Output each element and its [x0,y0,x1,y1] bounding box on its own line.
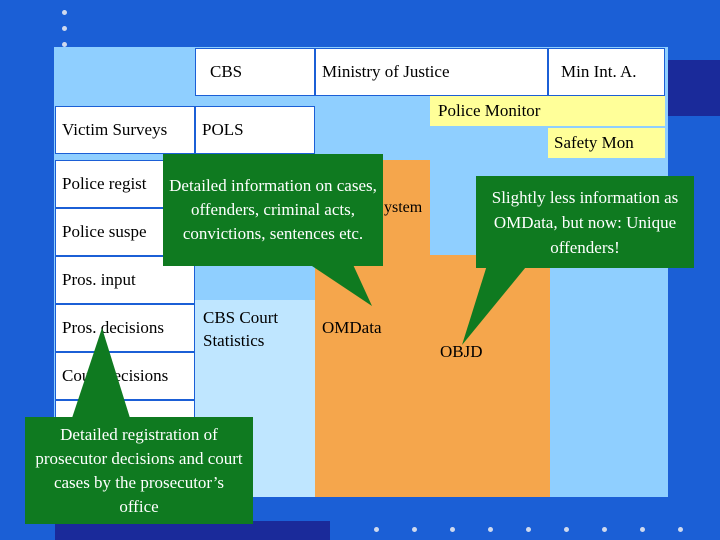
row-pros-decisions-label: Pros. decisions [62,318,164,337]
omdata-callout: Detailed information on cases, offenders… [163,154,383,266]
header-cbs: CBS [195,48,315,96]
decor-dot [488,527,493,532]
row-pols: POLS [195,106,315,154]
omdata-callout-pointer [300,258,372,306]
decor-dot [678,527,683,532]
pros-callout-text: Detailed registration of prosecutor deci… [35,424,243,516]
objd-callout-pointer [462,262,530,345]
header-cbs-label: CBS [210,62,243,81]
decor-dot [450,527,455,532]
pros-callout: Detailed registration of prosecutor deci… [25,417,253,524]
decor-dot [62,42,67,47]
omdata-label: OMData [322,318,382,337]
header-ministry: Ministry of Justice [315,48,548,96]
decor-bar-right [665,60,720,116]
decor-dot [602,527,607,532]
omdata-callout-text: Detailed information on cases, offenders… [169,176,377,243]
objd-label: OBJD [440,342,483,361]
decor-dot [62,26,67,31]
row-pros-decisions: Pros. decisions [55,304,195,352]
police-monitor-box: Police Monitor [430,96,665,126]
header-ministry-label: Ministry of Justice [322,62,450,81]
row-victim-surveys: Victim Surveys [55,106,195,154]
row-pros-input-label: Pros. input [62,270,136,289]
cbs-court-statistics-label: CBS Court Statistics [203,308,279,350]
objd-callout-text: Slightly less information as OMData, but… [491,187,679,257]
decor-dot [640,527,645,532]
decor-dot [564,527,569,532]
safety-monitor-label: Safety Mon [554,133,634,152]
decor-dot [374,527,379,532]
decor-bar-bottom [55,521,330,540]
police-monitor-label: Police Monitor [438,101,541,120]
row-police-suspects-label: Police suspe [62,222,147,241]
row-pols-label: POLS [202,120,244,139]
decor-dot [62,10,67,15]
header-min-int: Min Int. A. [548,48,665,96]
decor-dot [526,527,531,532]
decor-dot [412,527,417,532]
pros-callout-pointer [72,328,130,418]
partial-system-label: ystem [384,199,423,216]
header-min-int-label: Min Int. A. [561,62,637,81]
safety-monitor-box: Safety Mon [548,128,665,158]
objd-callout: Slightly less information as OMData, but… [476,176,694,268]
row-victim-surveys-label: Victim Surveys [62,120,168,139]
row-police-registered-label: Police regist [62,174,147,193]
